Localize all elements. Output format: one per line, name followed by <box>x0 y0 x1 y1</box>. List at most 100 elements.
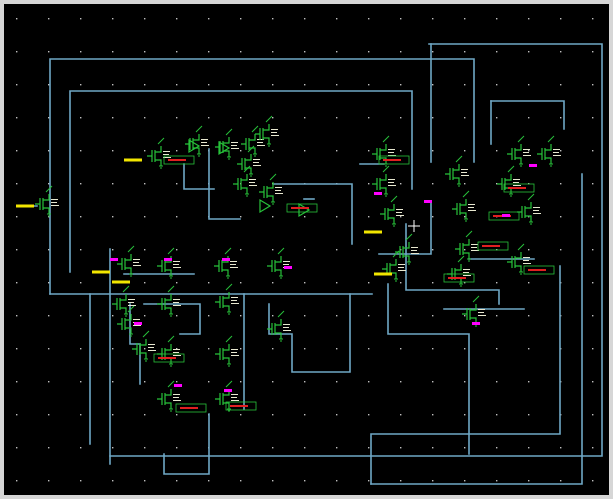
device-symbol[interactable] <box>35 185 59 217</box>
wire[interactable] <box>69 90 413 273</box>
device-symbol[interactable] <box>507 135 531 167</box>
grid-dot <box>208 249 210 251</box>
device-symbol[interactable] <box>215 380 239 412</box>
grid-dot <box>272 117 274 119</box>
instance-label[interactable] <box>488 211 520 221</box>
schematic-canvas[interactable] <box>4 4 609 495</box>
device-symbol[interactable] <box>147 137 171 169</box>
grid-dot <box>496 84 498 86</box>
grid-dot <box>368 117 370 119</box>
device-symbol[interactable] <box>517 193 541 225</box>
device-symbol[interactable] <box>455 230 479 262</box>
grid-dot <box>336 348 338 350</box>
grid-dot <box>176 315 178 317</box>
instance-label[interactable] <box>286 203 318 213</box>
wire[interactable] <box>370 173 583 485</box>
instance-label[interactable] <box>225 401 257 411</box>
grid-dot <box>144 480 146 482</box>
instance-label[interactable] <box>378 155 410 165</box>
input-pin[interactable] <box>92 270 110 274</box>
input-pin[interactable] <box>124 158 142 162</box>
device-symbol[interactable] <box>380 195 404 227</box>
grid-dot <box>400 84 402 86</box>
buffer-symbol[interactable] <box>218 140 231 156</box>
wire[interactable] <box>129 303 141 385</box>
grid-dot <box>336 216 338 218</box>
wire[interactable] <box>109 43 603 457</box>
grid-dot <box>528 150 530 152</box>
grid-dot <box>80 381 82 383</box>
device-symbol[interactable] <box>215 128 239 160</box>
wire[interactable] <box>183 163 215 190</box>
grid-dot <box>304 315 306 317</box>
input-pin[interactable] <box>16 204 34 208</box>
grid-dot <box>48 381 50 383</box>
device-layer[interactable] <box>4 4 609 495</box>
device-symbol[interactable] <box>259 173 283 205</box>
instance-label[interactable] <box>443 273 475 283</box>
grid-dot <box>144 183 146 185</box>
device-symbol[interactable] <box>507 243 531 275</box>
grid-dot <box>336 282 338 284</box>
instance-label[interactable] <box>523 265 555 275</box>
device-symbol[interactable] <box>157 247 181 279</box>
device-symbol[interactable] <box>214 247 238 279</box>
grid-dot <box>496 150 498 152</box>
device-symbol[interactable] <box>157 285 181 317</box>
grid-dot <box>176 150 178 152</box>
buffer-symbol[interactable] <box>188 138 201 154</box>
grid-dot <box>464 249 466 251</box>
grid-dot <box>16 18 18 20</box>
wire[interactable] <box>370 265 561 485</box>
device-symbol[interactable] <box>157 380 181 412</box>
buffer-symbol[interactable] <box>259 198 272 214</box>
device-symbol[interactable] <box>255 115 279 147</box>
grid-dot <box>432 348 434 350</box>
wire[interactable] <box>273 183 353 245</box>
device-symbol[interactable] <box>267 310 291 342</box>
grid-dot <box>16 51 18 53</box>
instance-label[interactable] <box>477 241 509 251</box>
device-symbol[interactable] <box>132 330 156 362</box>
device-symbol[interactable] <box>117 305 141 337</box>
grid-dot <box>272 51 274 53</box>
wire[interactable] <box>387 283 470 455</box>
wire[interactable] <box>208 148 241 220</box>
device-symbol[interactable] <box>215 335 239 367</box>
device-symbol[interactable] <box>395 233 419 265</box>
device-symbol[interactable] <box>372 135 396 167</box>
wire[interactable] <box>143 303 201 335</box>
device-symbol[interactable] <box>112 285 136 317</box>
device-symbol[interactable] <box>537 135 561 167</box>
device-symbol[interactable] <box>462 295 486 327</box>
instance-label[interactable] <box>503 183 535 193</box>
grid-dot <box>80 348 82 350</box>
input-pin[interactable] <box>374 272 392 276</box>
wire[interactable] <box>49 58 475 295</box>
grid-dot <box>240 315 242 317</box>
device-symbol[interactable] <box>372 165 396 197</box>
device-symbol[interactable] <box>233 165 257 197</box>
grid-dot <box>464 51 466 53</box>
instance-label-text <box>482 245 500 247</box>
grid-dot <box>464 117 466 119</box>
instance-label[interactable] <box>153 353 185 363</box>
wire[interactable] <box>405 223 500 305</box>
grid-dot <box>496 51 498 53</box>
wire[interactable] <box>163 413 210 475</box>
grid-dot <box>272 315 274 317</box>
device-symbol[interactable] <box>117 245 141 277</box>
instance-label[interactable] <box>163 155 195 165</box>
grid-dot <box>272 216 274 218</box>
device-symbol[interactable] <box>445 155 469 187</box>
device-symbol[interactable] <box>237 145 261 177</box>
instance-label-text <box>448 277 466 279</box>
input-pin[interactable] <box>364 230 382 234</box>
input-pin[interactable] <box>112 280 130 284</box>
wire[interactable] <box>490 100 565 130</box>
device-symbol[interactable] <box>452 190 476 222</box>
grid-dot <box>80 216 82 218</box>
device-symbol[interactable] <box>185 125 209 157</box>
instance-label[interactable] <box>175 403 207 413</box>
device-symbol[interactable] <box>215 283 239 315</box>
